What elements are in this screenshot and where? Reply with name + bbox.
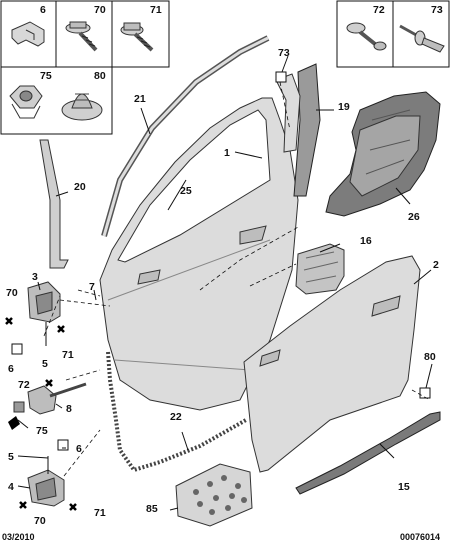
push-clip-icon [61,93,103,121]
callout-3: 3 [32,271,38,283]
door-shell [99,97,299,411]
callout-16: 16 [360,235,372,247]
callout-26: 26 [408,211,420,223]
callout-labels: 1 2 3 4 5 5 6 6 7 8 15 16 19 20 21 22 25… [6,47,439,527]
callout-22: 22 [170,411,182,423]
callout-4: 4 [8,481,14,493]
clip-icon [11,21,45,47]
callout-2: 2 [433,259,439,271]
inner-seal-panel [325,91,441,217]
legend-ref-80: 80 [94,70,106,82]
legend-ref-73: 73 [431,4,443,16]
upper-hinge [27,281,61,323]
callout-72: 72 [18,379,30,391]
hex-screw-icon [120,22,154,52]
legend-ref-71: 71 [150,4,162,16]
callout-70-upper: 70 [6,287,18,299]
module-bracket [295,243,345,295]
callout-70-lower: 70 [34,515,46,527]
belt-molding [295,411,441,495]
legend-ref-6: 6 [40,4,46,16]
flange-screw-icon [65,21,98,52]
footer-date: 03/2010 [2,532,35,542]
callout-6-lower: 6 [76,443,82,455]
hex-nut-icon [9,85,43,119]
lower-hinge [27,469,65,507]
pillar-trim [275,63,321,197]
callout-71-upper: 71 [62,349,74,361]
callout-8: 8 [66,403,72,415]
pillar-reinforcement [39,139,69,269]
callout-6-upper: 6 [8,363,14,375]
fastener-kit [175,463,253,527]
rivet-icon [399,24,445,53]
legend-left: 6 70 71 75 80 [0,0,170,135]
callout-20: 20 [74,181,86,193]
legend-right: 72 73 [336,0,450,68]
callout-25: 25 [180,185,192,197]
callout-5-upper: 5 [42,358,48,370]
callout-75: 75 [36,425,48,437]
outer-skin-panel [243,255,421,473]
callout-80: 80 [424,351,436,363]
callout-21: 21 [134,93,146,105]
callout-7: 7 [89,281,95,293]
callout-1: 1 [224,147,230,159]
torx-screw-icon [346,22,387,51]
legend-ref-72: 72 [373,4,385,16]
legend-ref-70: 70 [94,4,106,16]
callout-19: 19 [338,101,350,113]
callout-15: 15 [398,481,410,493]
fastener-markers [5,71,431,511]
footer-code: 00076014 [400,532,440,542]
door-check [13,382,87,415]
legend-ref-75: 75 [40,70,52,82]
callout-5-lower: 5 [8,451,14,463]
dash-lines [43,81,431,477]
callout-85: 85 [146,503,158,515]
leader-lines [17,55,433,511]
callout-73: 73 [278,47,290,59]
callout-71-lower: 71 [94,507,106,519]
